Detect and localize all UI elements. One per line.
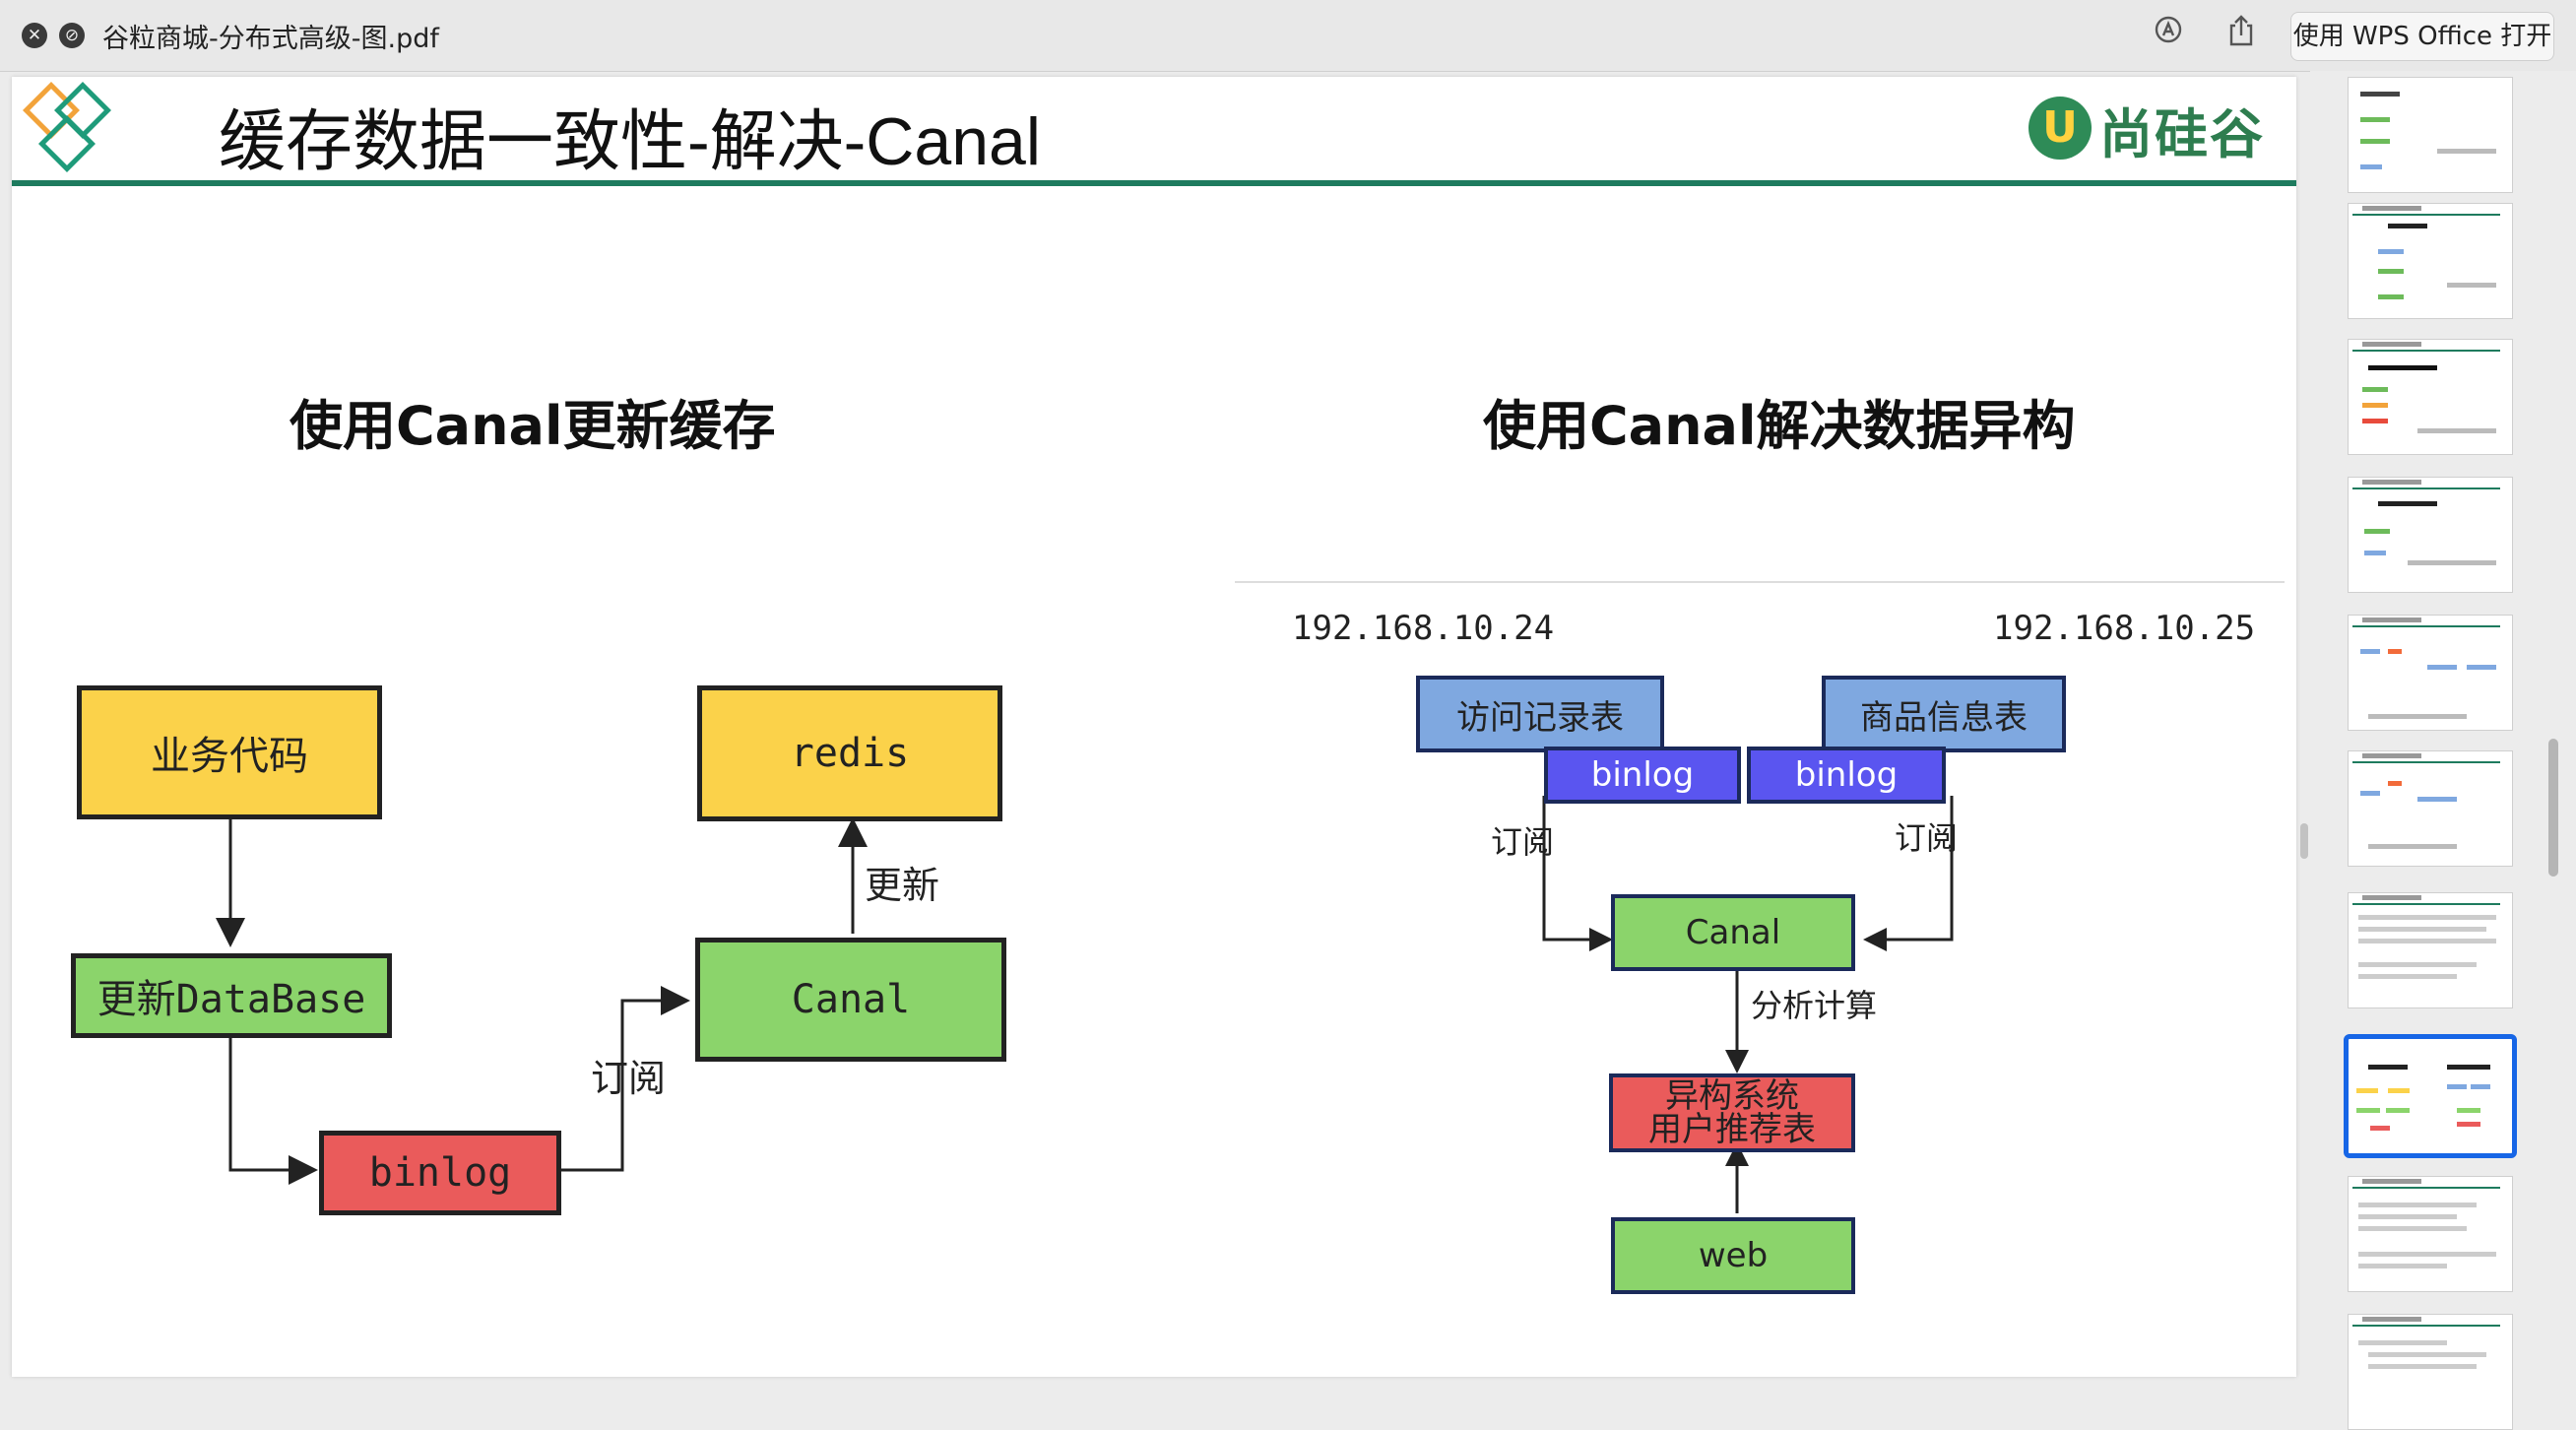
thumbnail-page[interactable] [2348, 892, 2513, 1008]
diagram-connectors [216, 796, 1954, 1213]
open-with-wps-button[interactable]: 使用 WPS Office 打开 [2290, 12, 2554, 61]
close-icon[interactable]: ✕ [22, 23, 47, 48]
binlog-left-box: binlog [1544, 747, 1741, 804]
binlog-box: binlog [319, 1131, 561, 1215]
hetero-system-line1: 异构系统 [1665, 1076, 1799, 1116]
thumbnail-page[interactable] [2348, 339, 2513, 455]
subscribe-right-label: 订阅 [1895, 819, 1959, 857]
arrow-left-binlog-to-canal [1542, 796, 1613, 951]
arrow-binlog-to-canal [561, 986, 690, 1172]
thumbnail-page[interactable] [2348, 1314, 2513, 1430]
thumbnail-page[interactable] [2348, 77, 2513, 193]
page-scroll-thumb[interactable] [2300, 823, 2308, 859]
left-section-heading: 使用Canal更新缓存 [290, 395, 776, 457]
business-code-box: 业务代码 [77, 685, 382, 819]
pdf-page: 缓存数据一致性-解决-Canal U 尚硅谷 使用Canal更新缓存 使用Can… [12, 77, 2296, 1377]
subscribe-left-label: 订阅 [1491, 823, 1555, 861]
visit-record-table-box: 访问记录表 [1416, 676, 1664, 752]
ip-left: 192.168.10.24 [1292, 609, 1555, 648]
thumbnail-page[interactable] [2348, 750, 2513, 867]
thumbnail-page[interactable] [2348, 203, 2513, 319]
thumbnail-sidebar [2310, 71, 2576, 1430]
thumbnail-page[interactable] [2348, 477, 2513, 593]
redis-box: redis [697, 685, 1002, 821]
nav-icon[interactable]: ⊘ [59, 23, 85, 48]
sidebar-scrollbar[interactable] [2548, 739, 2558, 877]
canal-right-box: Canal [1611, 894, 1855, 971]
hetero-system-line2: 用户推荐表 [1648, 1110, 1816, 1149]
subscribe-label: 订阅 [591, 1057, 667, 1100]
product-info-table-box: 商品信息表 [1822, 676, 2066, 752]
analyze-label: 分析计算 [1751, 987, 1878, 1024]
update-label: 更新 [865, 864, 940, 907]
binlog-right-box: binlog [1747, 747, 1946, 804]
ip-right: 192.168.10.25 [1993, 609, 2256, 648]
thumbnail-page-selected[interactable] [2344, 1034, 2517, 1158]
thumbnail-page[interactable] [2348, 615, 2513, 731]
arrow-update-to-binlog [228, 1038, 318, 1185]
slide-title: 缓存数据一致性-解决-Canal [219, 104, 1041, 179]
hetero-system-box: 异构系统 用户推荐表 [1609, 1073, 1855, 1152]
right-section-heading: 使用Canal解决数据异构 [1483, 395, 2076, 457]
window-titlebar: ✕ ⊘ 谷粒商城-分布式高级-图.pdf 使用 WPS Office 打开 [0, 0, 2576, 72]
update-database-box: 更新DataBase [71, 953, 392, 1038]
canal-box: Canal [695, 938, 1006, 1062]
brand-logo-icon: U [2029, 97, 2092, 160]
title-divider [12, 180, 2296, 186]
brand-name: 尚硅谷 [2099, 103, 2265, 165]
annotate-icon[interactable] [2147, 14, 2190, 57]
document-title: 谷粒商城-分布式高级-图.pdf [102, 24, 439, 54]
right-section-divider [1235, 581, 2285, 583]
thumbnail-page[interactable] [2348, 1176, 2513, 1292]
web-box: web [1611, 1217, 1855, 1294]
share-icon[interactable] [2220, 14, 2263, 57]
corner-logo-icon [23, 82, 111, 172]
arrow-right-binlog-to-canal [1863, 796, 1954, 951]
